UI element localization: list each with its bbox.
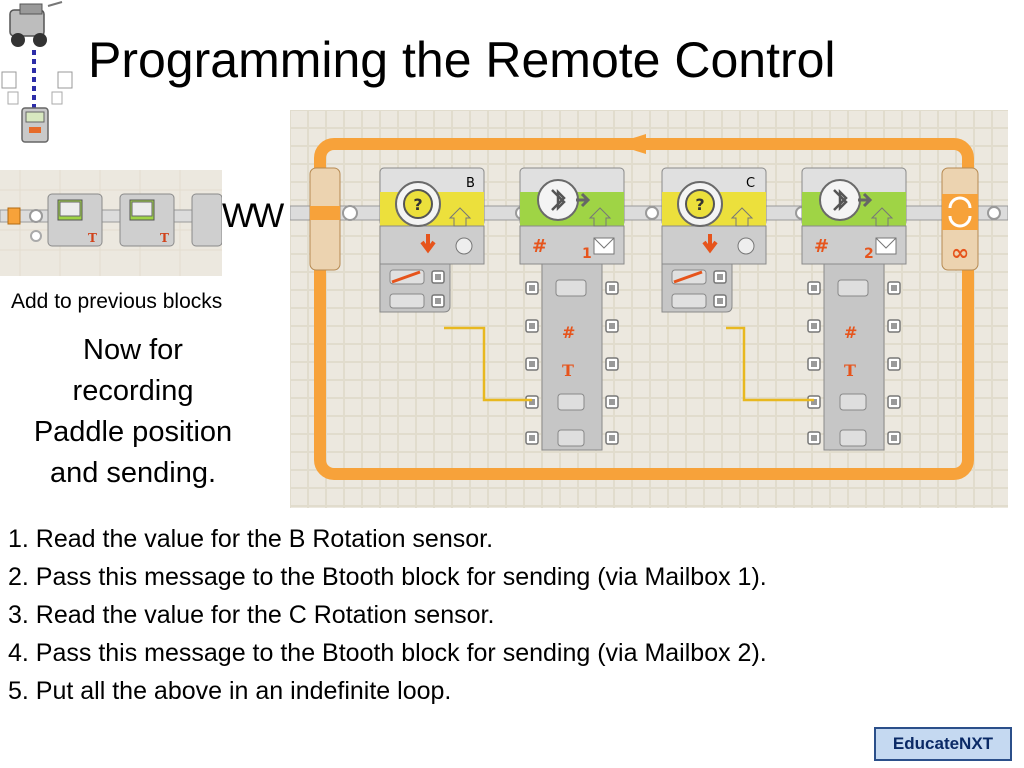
step-item: 4. Pass this message to the Btooth block… (8, 639, 767, 667)
educatenxt-badge: EducateNXT (874, 727, 1012, 761)
mailbox-label-1: 1 (582, 246, 592, 262)
step-item: 3. Read the value for the C Rotation sen… (8, 601, 495, 629)
steps-list: 1. Read the value for the B Rotation sen… (8, 520, 767, 710)
loop-end-block[interactable] (941, 167, 979, 271)
loop-direction-arrow (614, 134, 646, 154)
nxt-brick-icon (21, 107, 49, 143)
display-block-icon: T (119, 193, 175, 247)
port-label-1: B (466, 176, 475, 191)
data-wire-1 (444, 326, 532, 402)
step-item: 5. Put all the above in an indefinite lo… (8, 677, 452, 705)
svg-text:T: T (88, 231, 97, 245)
caption-recording: Now for recording Paddle position and se… (8, 330, 258, 494)
loop-arrows-icon (948, 196, 972, 228)
robot-illustration (1, 1, 73, 143)
step-item: 2. Pass this message to the Btooth block… (8, 563, 767, 591)
svg-text:T: T (160, 231, 169, 245)
mailbox-label-2: 2 (864, 246, 874, 262)
display-block-icon: T (47, 193, 103, 247)
port-label-2: C (746, 176, 755, 191)
step-item: 1. Read the value for the B Rotation sen… (8, 525, 494, 553)
caption-line: Now for (83, 334, 183, 366)
infinity-icon: ∞ (951, 241, 969, 266)
page-title: Programming the Remote Control (88, 32, 836, 88)
caption-line: recording (72, 375, 194, 407)
data-wire-2 (726, 326, 814, 402)
caption-line: Paddle position (33, 416, 233, 448)
previous-blocks-snippet: T T (0, 170, 222, 276)
robot-icon (9, 1, 63, 47)
program-canvas[interactable]: ? # (290, 110, 1008, 508)
caption-line: and sending. (49, 457, 217, 489)
wave-connector: WW (222, 197, 284, 235)
caption-add-to-previous: Add to previous blocks (11, 290, 223, 313)
